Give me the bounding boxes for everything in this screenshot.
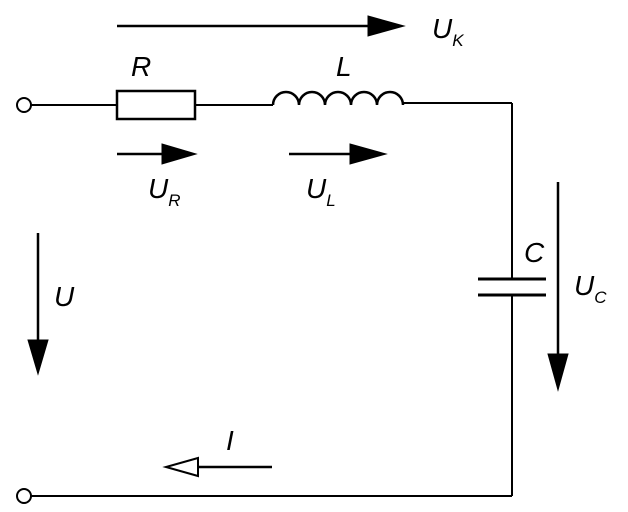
label-inductor: L (336, 51, 352, 82)
label-capacitor: C (524, 237, 545, 268)
arrow-u-head (27, 339, 49, 376)
terminal-top (16, 97, 32, 113)
arrow-ur-head (161, 143, 198, 165)
label-current: I (226, 425, 234, 456)
arrow-i-head (162, 456, 199, 478)
arrow-uk-head (367, 15, 406, 37)
label-voltage-l: UL (306, 173, 336, 210)
label-resistor: R (131, 51, 151, 82)
resistor-symbol (115, 89, 197, 121)
arrow-ul-head (349, 143, 388, 165)
inductor-coil (271, 90, 405, 106)
label-voltage-total: U (54, 281, 75, 312)
label-voltage-k: UK (432, 13, 464, 50)
label-voltage-r: UR (148, 173, 181, 210)
terminal-bottom (16, 488, 32, 504)
arrow-uc-head (547, 353, 569, 392)
label-voltage-c: UC (574, 270, 607, 307)
